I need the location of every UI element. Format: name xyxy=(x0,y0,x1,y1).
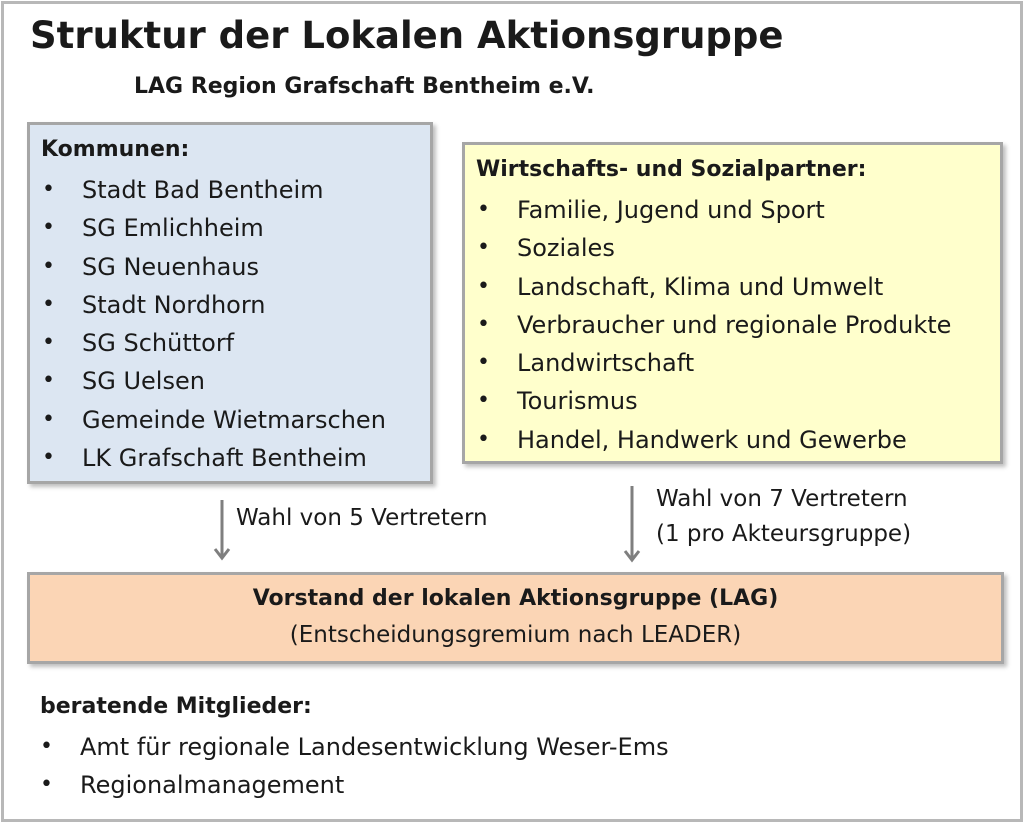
list-item-label: SG Schüttorf xyxy=(82,329,235,358)
list-item-label: Regionalmanagement xyxy=(80,771,345,800)
advisory-heading: beratende Mitglieder: xyxy=(40,694,312,719)
list-item: • Soziales xyxy=(465,229,951,267)
bullet-icon: • xyxy=(42,253,55,279)
wiso-list: • Familie, Jugend und Sport • Soziales • La… xyxy=(465,191,951,459)
bullet-icon: • xyxy=(42,291,55,317)
list-item: • Stadt Bad Bentheim xyxy=(30,171,386,209)
kommunen-box: Kommunen: • Stadt Bad Bentheim • SG Emlich… xyxy=(27,122,433,484)
list-item: • SG Schüttorf xyxy=(30,324,386,362)
wiso-election-label-line2: (1 pro Akteursgruppe) xyxy=(656,521,912,547)
list-item: • Landwirtschaft xyxy=(465,344,951,382)
bullet-icon: • xyxy=(42,368,55,394)
bullet-icon: • xyxy=(42,177,55,202)
list-item-label: SG Neuenhaus xyxy=(82,252,259,281)
list-item-label: LK Grafschaft Bentheim xyxy=(82,444,367,473)
bullet-icon: • xyxy=(477,426,490,452)
kommunen-heading: Kommunen: xyxy=(41,137,190,162)
list-item-label: Soziales xyxy=(517,234,615,263)
bullet-icon: • xyxy=(42,406,55,432)
list-item: • Tourismus xyxy=(465,382,951,420)
list-item: • SG Uelsen xyxy=(30,362,386,400)
vorstand-box: Vorstand der lokalen Aktionsgruppe (LAG)… xyxy=(27,572,1004,664)
bullet-icon: • xyxy=(42,330,55,356)
wiso-election-label: Wahl von 7 Vertretern (1 pro Akteursgrup… xyxy=(656,482,911,552)
list-item-label: Landwirtschaft xyxy=(517,349,695,378)
bullet-icon: • xyxy=(477,197,490,222)
list-item-label: Handel, Handwerk und Gewerbe xyxy=(517,425,907,454)
list-item: • Familie, Jugend und Sport xyxy=(465,191,951,229)
list-item: • Handel, Handwerk und Gewerbe xyxy=(465,421,951,459)
wiso-election-label-line1: Wahl von 7 Vertretern xyxy=(656,486,908,512)
arrow-down-icon xyxy=(213,500,231,561)
list-item-label: Familie, Jugend und Sport xyxy=(517,196,825,224)
bullet-icon: • xyxy=(477,388,490,414)
list-item-label: Amt für regionale Landesentwicklung Wese… xyxy=(80,733,669,761)
bullet-icon: • xyxy=(42,445,55,471)
bullet-icon: • xyxy=(477,235,490,261)
page-subtitle: LAG Region Grafschaft Bentheim e.V. xyxy=(134,74,595,99)
arrow-down-icon xyxy=(623,486,641,563)
bullet-icon: • xyxy=(40,772,53,798)
bullet-icon: • xyxy=(477,350,490,376)
list-item-label: Stadt Nordhorn xyxy=(82,290,266,319)
list-item: • Landschaft, Klima und Umwelt xyxy=(465,268,951,306)
wiso-partner-box: Wirtschafts- und Sozialpartner: • Familie… xyxy=(462,142,1003,464)
kommunen-list: • Stadt Bad Bentheim • SG Emlichheim • SG N… xyxy=(30,171,386,477)
list-item: • Verbraucher und regionale Produkte xyxy=(465,306,951,344)
wiso-heading: Wirtschafts- und Sozialpartner: xyxy=(476,157,867,182)
list-item: • SG Neuenhaus xyxy=(30,248,386,286)
vorstand-subtitle: (Entscheidungsgremium nach LEADER) xyxy=(289,622,742,648)
vorstand-title: Vorstand der lokalen Aktionsgruppe (LAG) xyxy=(252,586,779,611)
list-item: • Gemeinde Wietmarschen xyxy=(30,401,386,439)
kommunen-election-label: Wahl von 5 Vertretern xyxy=(236,505,488,531)
list-item: • Regionalmanagement xyxy=(28,766,669,804)
bullet-icon: • xyxy=(40,734,53,759)
list-item-label: Landschaft, Klima und Umwelt xyxy=(517,272,884,301)
bullet-icon: • xyxy=(477,273,490,299)
list-item: • LK Grafschaft Bentheim xyxy=(30,439,386,477)
bullet-icon: • xyxy=(42,215,55,241)
list-item-label: Tourismus xyxy=(517,387,638,416)
list-item-label: Verbraucher und regionale Produkte xyxy=(517,310,952,339)
list-item-label: SG Emlichheim xyxy=(82,214,264,243)
list-item: • Stadt Nordhorn xyxy=(30,286,386,324)
list-item: • Amt für regionale Landesentwicklung Wes… xyxy=(28,728,669,766)
list-item-label: SG Uelsen xyxy=(82,367,205,396)
page-title: Struktur der Lokalen Aktionsgruppe xyxy=(30,14,784,57)
list-item: • SG Emlichheim xyxy=(30,209,386,247)
bullet-icon: • xyxy=(477,311,490,337)
list-item-label: Gemeinde Wietmarschen xyxy=(82,405,386,434)
list-item-label: Stadt Bad Bentheim xyxy=(82,176,324,204)
advisory-list: • Amt für regionale Landesentwicklung Wes… xyxy=(28,728,669,805)
